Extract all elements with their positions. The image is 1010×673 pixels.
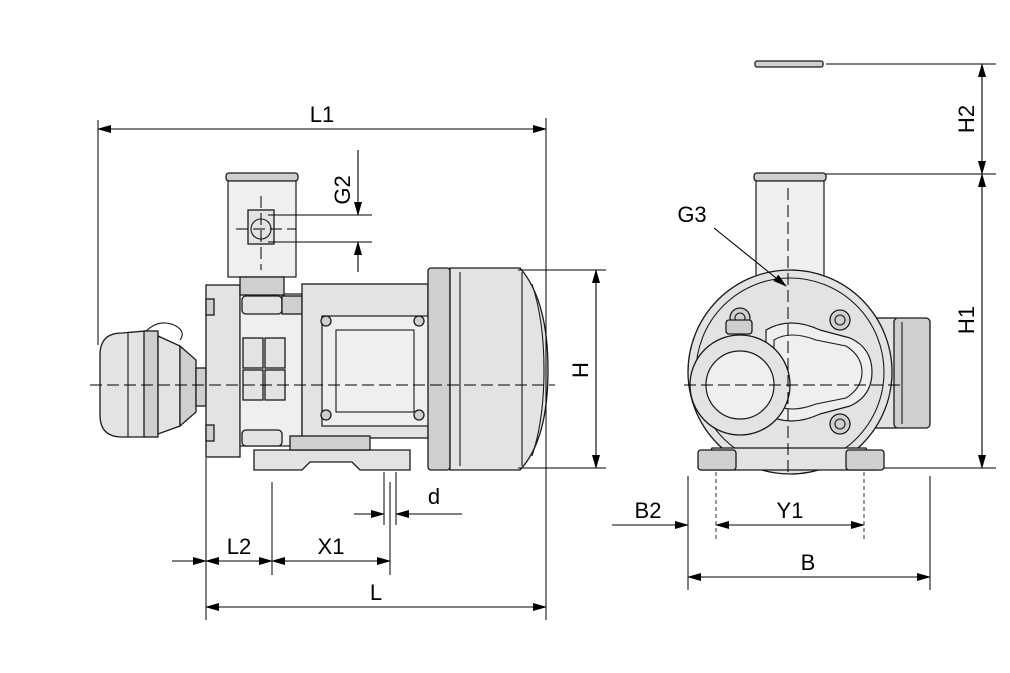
dim-label-g2: G2 bbox=[330, 175, 355, 204]
motor-fan-cover bbox=[427, 267, 549, 471]
dim-label-l2: L2 bbox=[227, 534, 251, 559]
dim-label-b2: B2 bbox=[635, 498, 662, 523]
dim-label-h2: H2 bbox=[954, 105, 979, 133]
dim-label-h1: H1 bbox=[954, 306, 979, 334]
side-view: L1 L L2 X1 d H G2 bbox=[90, 102, 606, 620]
dim-label-l1: L1 bbox=[310, 102, 334, 127]
dim-label-l: L bbox=[370, 580, 382, 605]
valve-block bbox=[239, 293, 303, 447]
suction-pipe bbox=[225, 172, 299, 296]
motor-foot bbox=[253, 435, 411, 471]
dim-label-b: B bbox=[801, 550, 816, 575]
dim-label-h: H bbox=[568, 362, 593, 378]
front-view: H2 H1 G3 B2 Y1 B bbox=[612, 60, 996, 590]
front-base bbox=[697, 447, 885, 471]
dim-label-y1: Y1 bbox=[777, 498, 804, 523]
dim-label-d: d bbox=[428, 484, 440, 509]
motor-housing bbox=[301, 283, 431, 439]
front-suction-pipe bbox=[753, 172, 827, 282]
rear-end-cap bbox=[99, 322, 207, 438]
dim-label-x1: X1 bbox=[318, 534, 345, 559]
flange-plate bbox=[205, 284, 241, 458]
dim-label-g3: G3 bbox=[677, 202, 706, 227]
